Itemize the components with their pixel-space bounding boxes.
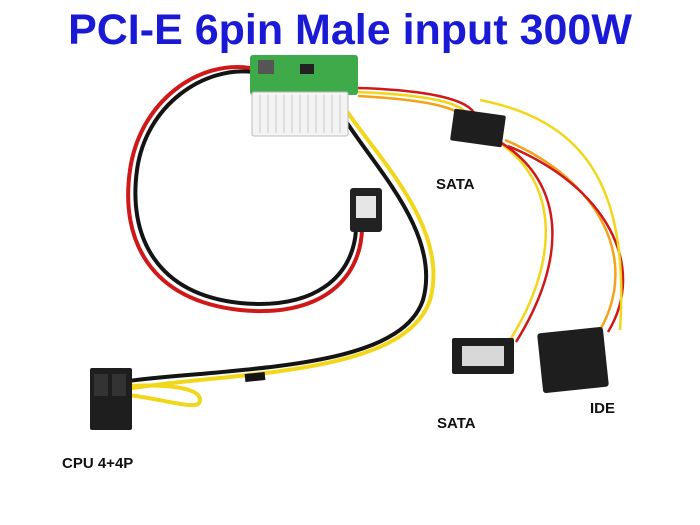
wire-bundle-5 — [479, 98, 623, 331]
pcb-inductor — [258, 60, 274, 74]
red-wire — [126, 65, 364, 314]
wire-bundle-3 — [504, 138, 617, 331]
black-sleeve — [244, 372, 266, 382]
ide-connector — [537, 327, 609, 393]
ide-label: IDE — [590, 400, 616, 417]
yellow-wire-cpu-2 — [127, 383, 203, 408]
yellow-wire-cpu — [119, 108, 436, 392]
red-wire-sata — [357, 86, 477, 116]
sata-connector-top — [450, 108, 506, 148]
pcb-board — [250, 55, 358, 95]
black-wire-cpu — [119, 110, 429, 384]
wire-bundle-2 — [499, 140, 554, 343]
wire-bundle-1 — [494, 138, 547, 341]
pcb-chip — [300, 64, 314, 74]
wire-bundle-4 — [507, 144, 625, 333]
cpu-label: CPU 4+4P — [62, 455, 134, 472]
black-wire — [133, 69, 358, 306]
page-title: PCI-E 6pin Male input 300W — [68, 6, 632, 54]
sata-label-top: SATA — [436, 176, 475, 193]
sata-label-bottom: SATA — [437, 415, 476, 432]
